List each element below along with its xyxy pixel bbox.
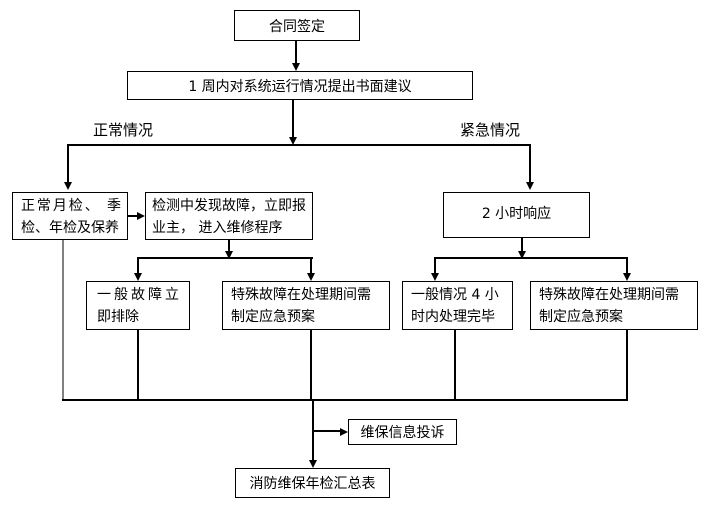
node-maintenance-complaint: 维保信息投诉 bbox=[348, 419, 457, 445]
connector-split-to-specialfault-urgent bbox=[626, 259, 628, 274]
connector-collector-horizontal bbox=[62, 399, 628, 401]
node-normal-inspection-line1: 正常月检、 季 bbox=[21, 198, 121, 214]
node-special-fault-normal-line1: 特殊故障在处理期间需 bbox=[231, 287, 371, 303]
node-normal-inspection-line2: 检、年检及保养 bbox=[21, 220, 119, 236]
node-special-fault-normal-line2: 制定应急预案 bbox=[231, 309, 315, 325]
connector-specialfault-urgent-to-collector bbox=[626, 330, 628, 401]
branch-label-urgent: 紧急情况 bbox=[460, 121, 521, 139]
connector-split-to-general4h bbox=[434, 259, 436, 274]
arrowhead-into-complaint-box bbox=[340, 428, 348, 436]
arrowhead-into-summary-box bbox=[309, 460, 317, 468]
node-special-fault-urgent-line2: 制定应急预案 bbox=[539, 309, 623, 325]
connector-generalfault-to-collector bbox=[137, 330, 139, 401]
arrowhead-onto-right-split-line bbox=[518, 251, 526, 259]
connector-specialfault-normal-to-collector bbox=[310, 330, 312, 401]
arrowhead-into-general4h-box bbox=[431, 273, 439, 281]
connector-inspection-to-faultfound bbox=[128, 215, 138, 217]
arrowhead-onto-branch-line bbox=[289, 137, 297, 145]
node-fault-found-report: 检测中发现故障，立即报 业主， 进入维修程序 bbox=[145, 192, 313, 240]
connector-inspection-to-collector-gray bbox=[62, 240, 64, 401]
node-special-fault-plan-urgent: 特殊故障在处理期间需 制定应急预案 bbox=[530, 281, 698, 330]
connector-general4h-to-collector bbox=[454, 330, 456, 401]
node-general-fault-line1: 一般故障立 bbox=[97, 287, 179, 303]
node-fault-found-line1: 检测中发现故障，立即报 bbox=[152, 198, 306, 214]
connector-branch-horizontal bbox=[67, 144, 531, 146]
connector-response-down bbox=[521, 238, 523, 252]
node-general-fault-eliminate: 一般故障立 即排除 bbox=[86, 281, 190, 330]
connector-branch-to-inspection bbox=[67, 146, 69, 183]
branch-label-normal: 正常情况 bbox=[93, 121, 154, 139]
arrowhead-into-generalfault-box bbox=[134, 273, 142, 281]
arrowhead-into-inspection-box bbox=[64, 182, 72, 190]
node-2-hour-response: 2 小时响应 bbox=[443, 192, 590, 238]
connector-split-to-specialfault-normal bbox=[310, 259, 312, 274]
node-contract-signing: 合同签定 bbox=[234, 10, 360, 41]
arrowhead-into-specialfault-normal-box bbox=[307, 273, 315, 281]
node-general-fault-line2: 即排除 bbox=[97, 309, 139, 325]
node-normal-inspection: 正常月检、 季 检、年检及保养 bbox=[12, 192, 128, 240]
connector-week-to-branch bbox=[292, 100, 294, 139]
arrowhead-into-week-box bbox=[292, 63, 300, 71]
arrowhead-onto-left-split-line bbox=[225, 251, 233, 259]
node-general-4h-line1: 一般情况 4 小 bbox=[411, 287, 499, 303]
arrowhead-into-specialfault-urgent-box bbox=[623, 273, 631, 281]
node-special-fault-urgent-line1: 特殊故障在处理期间需 bbox=[539, 287, 679, 303]
connector-contract-to-week bbox=[295, 41, 297, 64]
connector-to-complaint bbox=[312, 430, 340, 432]
connector-branch-to-response bbox=[529, 146, 531, 183]
node-special-fault-plan-normal: 特殊故障在处理期间需 制定应急预案 bbox=[222, 281, 390, 330]
arrowhead-into-response-box bbox=[526, 182, 534, 190]
connector-right-split-horizontal bbox=[434, 257, 628, 259]
node-annual-summary-table: 消防维保年检汇总表 bbox=[235, 468, 390, 498]
node-fault-found-line2: 业主， 进入维修程序 bbox=[152, 220, 283, 236]
connector-faultfound-down bbox=[228, 240, 230, 252]
connector-split-to-generalfault bbox=[137, 259, 139, 274]
arrowhead-into-faultfound-box bbox=[137, 212, 145, 220]
node-general-4-hour-done: 一般情况 4 小 时内处理完毕 bbox=[402, 281, 513, 330]
node-general-4h-line2: 时内处理完毕 bbox=[411, 309, 495, 325]
node-week-written-advice: 1 周内对系统运行情况提出书面建议 bbox=[127, 71, 473, 100]
